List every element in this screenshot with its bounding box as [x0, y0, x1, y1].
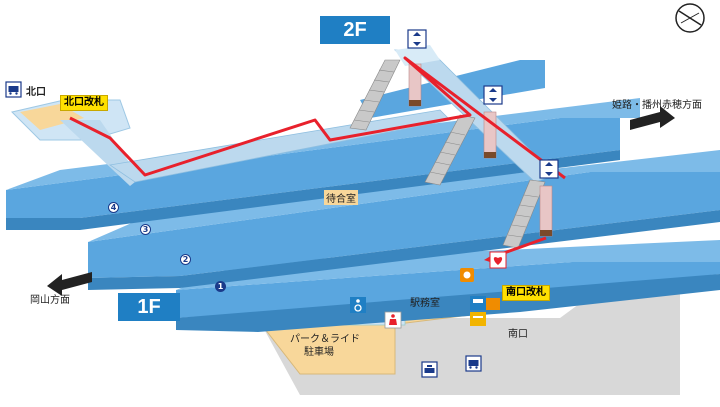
platform-1-top — [176, 240, 720, 290]
elevator-shaft-3 — [539, 185, 553, 237]
floor-tag-2f: 2F — [320, 16, 390, 44]
park-ride-label-2: 駐車場 — [304, 347, 334, 358]
platform-2-3-top — [88, 150, 720, 242]
south-gate-label[interactable]: 南口改札 — [502, 285, 550, 301]
platform-number-3: 3 — [140, 224, 151, 235]
arrow-okayama — [47, 272, 92, 296]
platform-2-3 — [88, 172, 720, 278]
arrow-himeji — [630, 106, 675, 130]
platform-1 — [176, 262, 720, 318]
platform-number-4: 4 — [108, 202, 119, 213]
north-bus-icon — [5, 81, 22, 98]
platform-4-edge — [6, 150, 620, 230]
north-gate-label[interactable]: 北口改札 — [60, 95, 108, 111]
platform-1-front — [176, 274, 720, 332]
platform-2-3-edge — [88, 210, 720, 290]
barrier-free-route — [69, 56, 566, 180]
north-exit-label: 北口 — [26, 87, 46, 98]
priority-icon — [460, 268, 474, 282]
elevator-icon — [407, 29, 427, 49]
platform-number-1: 1 — [215, 281, 226, 292]
park-ride-label-1: パーク＆ライド — [290, 334, 360, 345]
direction-okayama: 岡山方面 — [30, 295, 70, 306]
direction-himeji: 姫路・播州赤穂方面 — [612, 100, 702, 111]
heart-aed-icon — [489, 251, 507, 269]
waiting-room-label: 待合室 — [324, 190, 358, 205]
taxi-icon — [421, 361, 438, 378]
platform-4 — [6, 118, 620, 218]
compass-icon — [675, 3, 705, 33]
floor-tag-1f: 1F — [118, 293, 180, 321]
wheelchair-icon — [350, 297, 366, 313]
platform-number-2: 2 — [180, 254, 191, 265]
ticket-window-icon — [470, 312, 486, 326]
stairs-3 — [502, 179, 546, 249]
stairs-2 — [424, 114, 476, 186]
station-office-label: 駅務室 — [410, 298, 440, 309]
toilet-icon — [384, 311, 402, 329]
elevator-icon — [483, 85, 503, 105]
ex-icon — [486, 298, 500, 310]
ticket-machine-icon — [470, 296, 486, 310]
south-exit-label: 南口 — [508, 329, 528, 340]
south-bus-icon — [465, 355, 482, 372]
elevator-icon — [539, 159, 559, 179]
stairs-1 — [349, 59, 401, 131]
